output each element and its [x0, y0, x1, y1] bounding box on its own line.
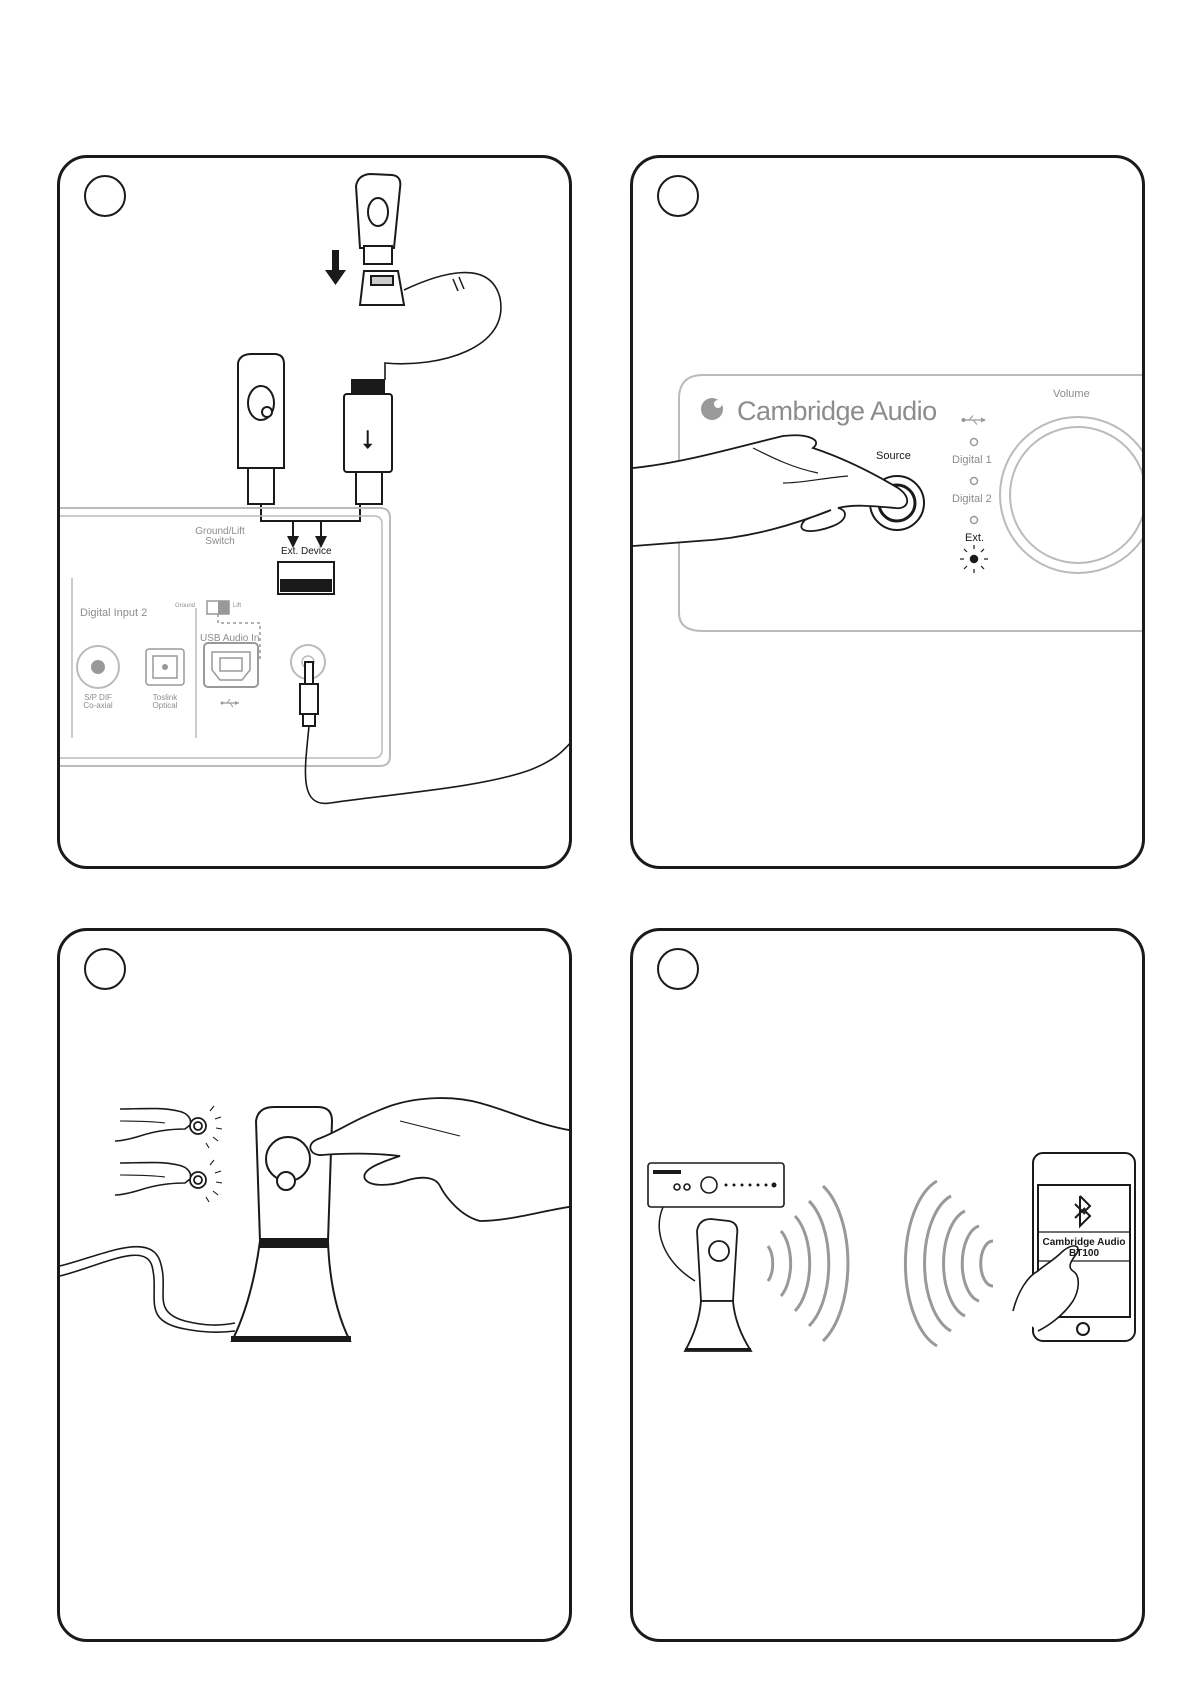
step-2-illustration — [633, 158, 1145, 869]
ext-device-label: Ext. Device — [281, 547, 332, 557]
extension-cable — [385, 273, 501, 380]
lift-label: Lift — [233, 603, 241, 609]
ground-lift-switch-label: Ground/Lift Switch — [195, 527, 244, 547]
ext-label: Ext. — [965, 533, 984, 544]
bt100-dongle-top — [356, 174, 400, 264]
bt100-dongle-left — [238, 354, 284, 504]
digital-1-label: Digital 1 — [952, 455, 992, 466]
device-name-line1[interactable]: Cambridge Audio — [1043, 1238, 1126, 1248]
device-name-line2[interactable]: BT100 — [1069, 1249, 1099, 1259]
step-4-illustration — [633, 931, 1145, 1642]
insert-arrow — [325, 250, 346, 285]
step-1-panel: ⭣ — [57, 155, 572, 869]
step-3-illustration — [60, 931, 572, 1642]
power-cable — [305, 726, 572, 803]
digital-input-2-label: Digital Input 2 — [80, 608, 147, 619]
usb-extension-receptacle — [360, 271, 404, 305]
ext-led-lit — [971, 556, 978, 563]
step-number-circle — [84, 175, 126, 217]
usb-icon — [961, 414, 987, 426]
step-number-circle — [657, 948, 699, 990]
signal-waves-in — [905, 1181, 993, 1346]
step-1-illustration: ⭣ — [60, 158, 572, 869]
blinking-leds — [190, 1118, 206, 1188]
bt100-dongle — [685, 1219, 751, 1351]
toslink-label: Toslink Optical — [153, 694, 178, 710]
source-label: Source — [876, 451, 911, 462]
step-3-panel — [57, 928, 572, 1642]
amplifier — [648, 1163, 784, 1207]
left-hand-lower — [115, 1163, 191, 1196]
right-hand-pressing — [310, 1098, 572, 1221]
usb-audio-in-label: USB Audio In — [200, 634, 259, 644]
hand-pressing-source — [633, 435, 907, 546]
digital-2-label: Digital 2 — [952, 494, 992, 505]
usb-icon — [220, 698, 240, 708]
signal-waves-out — [768, 1186, 848, 1341]
step-2-panel: Cambridge Audio Volume Source Digital 1 … — [630, 155, 1145, 869]
step-number-circle — [657, 175, 699, 217]
step-number-circle — [84, 948, 126, 990]
left-hand-upper — [115, 1109, 191, 1142]
svg-text:⭣: ⭣ — [362, 425, 374, 455]
brand-label: Cambridge Audio — [737, 398, 937, 425]
spdif-label: S/P DIF Co-axial — [83, 694, 112, 710]
ground-label: Ground — [175, 603, 195, 609]
step-4-panel: Cambridge Audio BT100 — [630, 928, 1145, 1642]
volume-label: Volume — [1053, 389, 1090, 400]
